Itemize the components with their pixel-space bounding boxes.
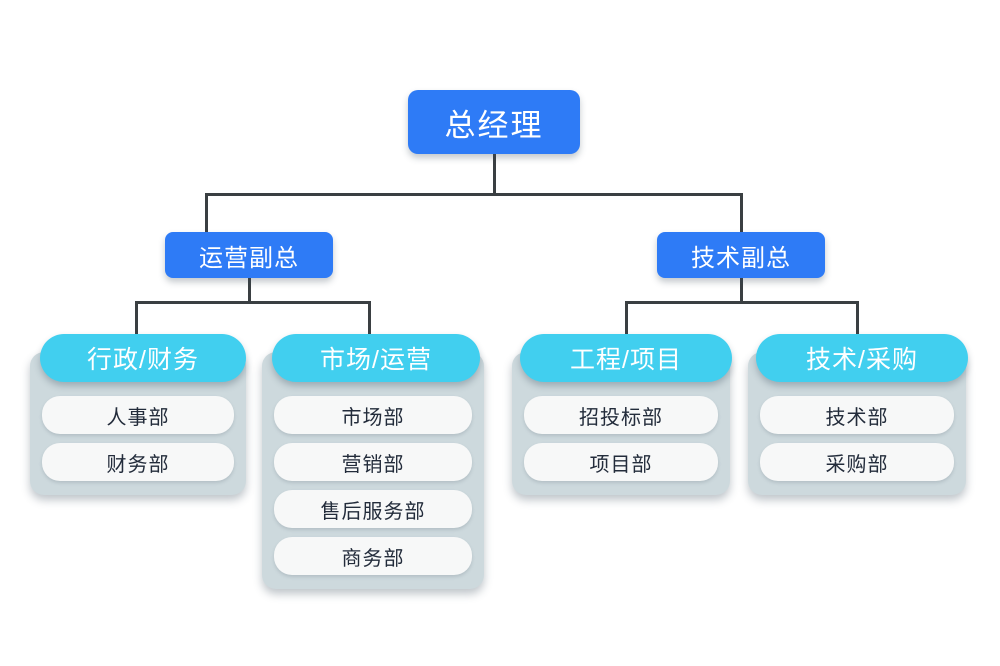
department-item[interactable]: 项目部 (524, 443, 718, 481)
group-header-engineering-project[interactable]: 工程/项目 (520, 334, 732, 382)
department-item[interactable]: 财务部 (42, 443, 234, 481)
department-item[interactable]: 招投标部 (524, 396, 718, 434)
department-item[interactable]: 技术部 (760, 396, 954, 434)
connector-vp-left-drop (205, 193, 208, 233)
department-item[interactable]: 采购部 (760, 443, 954, 481)
group-panel-marketing-operations: 市场/运营 市场部 营销部 售后服务部 商务部 (262, 334, 484, 589)
department-item[interactable]: 营销部 (274, 443, 472, 481)
node-operations-vp[interactable]: 运营副总 (165, 232, 333, 278)
group-header-marketing-operations[interactable]: 市场/运营 (272, 334, 480, 382)
department-item[interactable]: 售后服务部 (274, 490, 472, 528)
group-header-admin-finance[interactable]: 行政/财务 (40, 334, 246, 382)
connector-vp-right-drop (740, 193, 743, 233)
group-panel-admin-finance: 行政/财务 人事部 财务部 (30, 334, 246, 495)
department-item[interactable]: 商务部 (274, 537, 472, 575)
connector-vp-bus (205, 193, 743, 196)
connector-group-3-drop (625, 301, 628, 337)
group-panel-engineering-project: 工程/项目 招投标部 项目部 (512, 334, 732, 495)
connector-vp-left-stem (248, 276, 251, 303)
group-panel-technology-procurement: 技术/采购 技术部 采购部 (748, 334, 968, 495)
group-header-technology-procurement[interactable]: 技术/采购 (756, 334, 968, 382)
department-item[interactable]: 人事部 (42, 396, 234, 434)
connector-root-stem (493, 154, 496, 195)
connector-group-2-drop (368, 301, 371, 337)
node-general-manager[interactable]: 总经理 (408, 90, 580, 154)
connector-vp-right-stem (740, 276, 743, 303)
connector-group-1-drop (135, 301, 138, 337)
connector-group-bus-right (625, 301, 859, 304)
connector-group-bus-left (135, 301, 371, 304)
connector-group-4-drop (856, 301, 859, 337)
department-item[interactable]: 市场部 (274, 396, 472, 434)
node-technical-vp[interactable]: 技术副总 (657, 232, 825, 278)
